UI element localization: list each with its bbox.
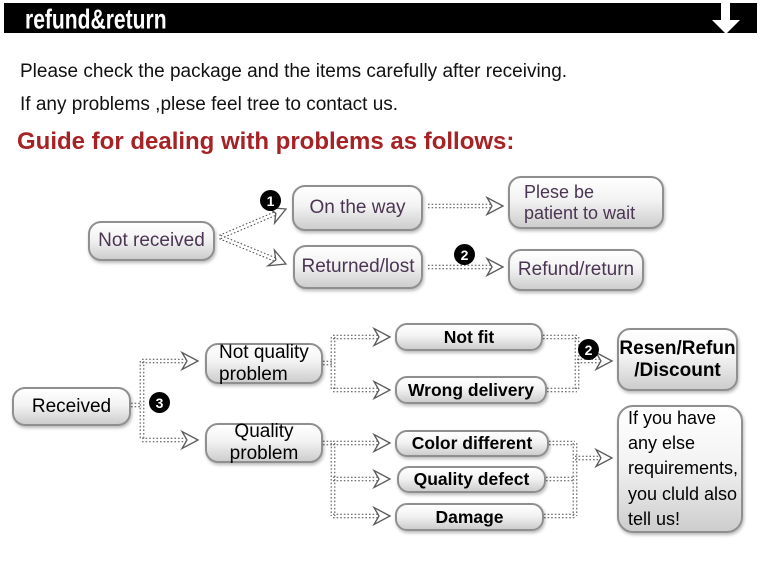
node-wrong-delivery: Wrong delivery [395,376,547,404]
node-not-fit: Not fit [395,323,543,351]
node-not-quality-problem: Not quality problem [205,342,323,385]
intro-line-1: Please check the package and the items c… [20,61,568,82]
down-arrow-icon [711,3,741,35]
header-banner: refund&return [4,3,757,35]
node-quality-defect: Quality defect [397,466,546,493]
node-other-requirements: If you have any else requirements, you c… [617,405,743,533]
step-2-badge-top: 2 [454,244,475,265]
intro-line-2: If any problems ,plese feel tree to cont… [20,94,399,115]
node-not-received: Not received [88,221,215,261]
down-arrow-head [712,20,740,34]
node-received: Received [12,387,131,426]
node-damage: Damage [395,503,544,531]
node-refund-return: Refund/return [508,249,644,291]
node-returned-lost: Returned/lost [293,245,423,289]
banner-title: refund&return [25,4,167,35]
guide-heading: Guide for dealing with problems as follo… [17,128,515,155]
step-2-badge-bottom: 2 [578,339,599,360]
node-resend-refund-discount: Resen/Refun /Discount [617,328,738,391]
node-quality-problem: Quality problem [205,421,323,464]
down-arrow-shaft [721,3,730,20]
step-3-badge: 3 [149,392,170,413]
step-1-badge: 1 [260,190,281,211]
node-please-wait: Plese be patient to wait [508,176,664,229]
node-color-different: Color different [395,430,549,457]
node-on-the-way: On the way [292,185,423,231]
